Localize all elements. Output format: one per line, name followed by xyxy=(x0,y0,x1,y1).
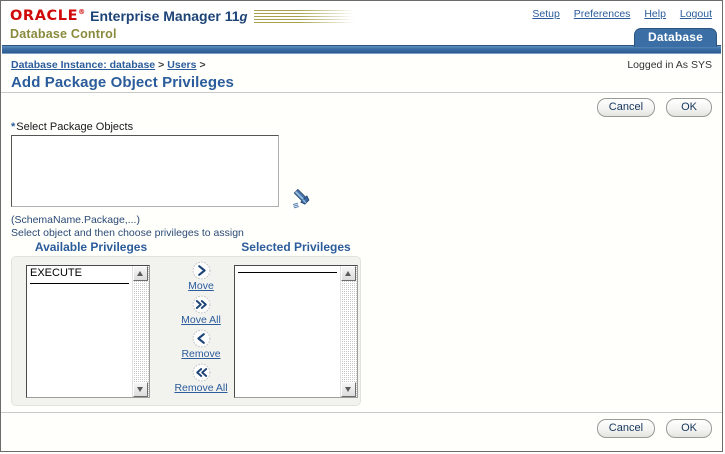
select-package-objects-row xyxy=(11,135,712,213)
breadcrumb-item-users[interactable]: Users xyxy=(167,59,197,71)
product-version-text: g xyxy=(239,9,248,24)
ok-button-bottom[interactable]: OK xyxy=(666,419,712,438)
ok-button-top[interactable]: OK xyxy=(666,98,712,117)
move-link[interactable]: Move xyxy=(188,280,214,292)
breadcrumb-area: Database Instance: database>Users> Logge… xyxy=(1,54,722,92)
logged-in-status: Logged in As SYS xyxy=(627,59,712,71)
registered-trademark-icon: ® xyxy=(78,8,86,17)
breadcrumb-separator-2: > xyxy=(199,59,206,71)
product-title: Enterprise Manager 11g xyxy=(90,8,248,25)
global-link-setup[interactable]: Setup xyxy=(532,8,560,20)
flashlight-icon[interactable] xyxy=(291,187,313,209)
required-field-marker: * xyxy=(11,121,16,133)
available-privileges-heading: Available Privileges xyxy=(34,240,148,254)
cancel-button-top[interactable]: Cancel xyxy=(596,98,656,117)
select-package-objects-input[interactable] xyxy=(11,135,279,207)
remove-all-control: Remove All xyxy=(172,363,230,394)
cancel-button-bottom[interactable]: Cancel xyxy=(596,419,656,438)
select-package-objects-label-text: Select Package Objects xyxy=(16,121,134,133)
bottom-action-bar: Cancel OK xyxy=(1,413,722,442)
shuttle-controls: Move Move All xyxy=(172,261,230,397)
global-link-preferences[interactable]: Preferences xyxy=(573,8,631,20)
chevron-double-left-icon[interactable] xyxy=(192,363,211,382)
oracle-logo: ORACLE® xyxy=(10,5,85,24)
move-control: Move xyxy=(172,261,230,292)
tab-database[interactable]: Database xyxy=(634,28,717,47)
global-link-logout[interactable]: Logout xyxy=(679,8,712,20)
available-list-scrollbar[interactable] xyxy=(132,266,149,397)
scroll-up-arrow-icon[interactable] xyxy=(341,266,356,281)
scroll-down-arrow-icon[interactable] xyxy=(341,382,356,397)
select-package-objects-label: *Select Package Objects xyxy=(11,121,712,133)
available-privileges-listbox[interactable]: EXECUTE xyxy=(26,265,150,398)
breadcrumb: Database Instance: database>Users> xyxy=(11,59,712,71)
product-title-text: Enterprise Manager 11 xyxy=(90,8,240,24)
privileges-shuttle: Available Privileges Selected Privileges… xyxy=(11,240,361,406)
move-all-link[interactable]: Move All xyxy=(181,314,221,326)
shuttle-instruction: Select object and then choose privileges… xyxy=(11,227,244,239)
selected-privileges-heading: Selected Privileges xyxy=(241,240,351,254)
oracle-logo-text: ORACLE xyxy=(10,8,79,24)
list-separator xyxy=(238,272,337,273)
bottom-divider xyxy=(1,412,722,413)
global-links: Setup Preferences Help Logout xyxy=(521,8,712,20)
scroll-down-arrow-icon[interactable] xyxy=(133,382,148,397)
branding-logo-area: ORACLE® Enterprise Manager 11g Database … xyxy=(10,5,355,41)
remove-all-link[interactable]: Remove All xyxy=(174,382,228,394)
branding-header: ORACLE® Enterprise Manager 11g Database … xyxy=(1,1,722,47)
page-title: Add Package Object Privileges xyxy=(11,74,234,91)
shuttle-panel: EXECUTE xyxy=(11,256,361,406)
list-separator xyxy=(30,283,129,284)
top-action-bar: Cancel OK xyxy=(1,93,722,121)
select-package-objects-hint: (SchemaName.Package,...) xyxy=(11,214,140,226)
form-body: *Select Package Objects (SchemaName.Pack… xyxy=(1,121,722,406)
tab-strip: Database xyxy=(1,28,722,47)
shuttle-headings: Available Privileges Selected Privileges xyxy=(11,240,361,256)
selected-privileges-items[interactable] xyxy=(235,266,341,397)
list-item[interactable]: EXECUTE xyxy=(30,267,82,279)
selected-list-scrollbar[interactable] xyxy=(340,266,357,397)
selected-privileges-listbox[interactable] xyxy=(234,265,358,398)
branding-stripes-decoration xyxy=(254,10,355,24)
chevron-right-icon[interactable] xyxy=(192,261,211,280)
remove-control: Remove xyxy=(172,329,230,360)
available-privileges-items[interactable]: EXECUTE xyxy=(27,266,133,397)
breadcrumb-separator-1: > xyxy=(158,59,165,71)
chevron-double-right-icon[interactable] xyxy=(192,295,211,314)
title-divider xyxy=(1,92,722,93)
remove-link[interactable]: Remove xyxy=(181,348,221,360)
header-accent-bar xyxy=(2,45,721,54)
global-link-help[interactable]: Help xyxy=(644,8,666,20)
move-all-control: Move All xyxy=(172,295,230,326)
sub-product-title: Database Control xyxy=(10,27,117,41)
scroll-up-arrow-icon[interactable] xyxy=(133,266,148,281)
chevron-left-icon[interactable] xyxy=(192,329,211,348)
breadcrumb-item-database-instance[interactable]: Database Instance: database xyxy=(11,59,156,71)
